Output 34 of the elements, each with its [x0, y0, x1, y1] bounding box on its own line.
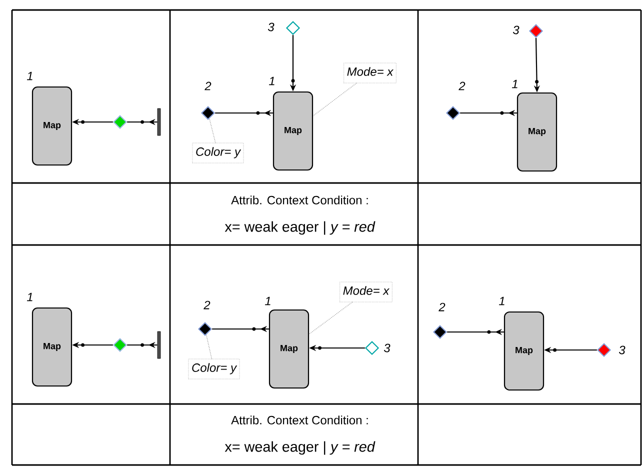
- map-box: Map: [504, 311, 544, 391]
- number-label: 1: [512, 80, 518, 88]
- number-label: 1: [264, 296, 270, 306]
- condition-text: x= weak eager | y = red: [224, 221, 376, 235]
- number-label: 3: [618, 346, 626, 354]
- number-label: 3: [384, 344, 390, 352]
- note-box: Color= y: [188, 358, 240, 380]
- bar: [157, 108, 161, 136]
- leader-line: [308, 302, 353, 334]
- leader-line: [206, 334, 212, 360]
- number-label: 1: [498, 296, 504, 306]
- note-box: Mode= x: [340, 282, 392, 302]
- number-label: 1: [26, 292, 32, 302]
- map-box: Map: [32, 307, 72, 387]
- note-box: Mode= x: [344, 62, 396, 84]
- condition-text: Attrib. Context Condition :: [231, 416, 368, 424]
- leader-line: [312, 82, 358, 116]
- number-label: 2: [204, 300, 210, 310]
- number-label: 2: [204, 82, 212, 90]
- leader-line: [209, 118, 216, 144]
- number-label: 2: [438, 302, 446, 312]
- number-label: 1: [26, 72, 32, 80]
- number-label: 1: [268, 76, 274, 86]
- number-label: 3: [512, 26, 520, 34]
- number-label: 3: [268, 22, 274, 32]
- condition-text: Attrib. Context Condition :: [231, 196, 368, 204]
- map-box: Map: [516, 92, 558, 172]
- note-box: Color= y: [192, 142, 244, 164]
- bar: [157, 331, 161, 359]
- condition-text: x= weak eager | y = red: [224, 441, 376, 455]
- map-box: Map: [272, 91, 314, 171]
- map-box: Map: [32, 86, 72, 166]
- map-box: Map: [268, 309, 310, 389]
- number-label: 2: [458, 82, 466, 90]
